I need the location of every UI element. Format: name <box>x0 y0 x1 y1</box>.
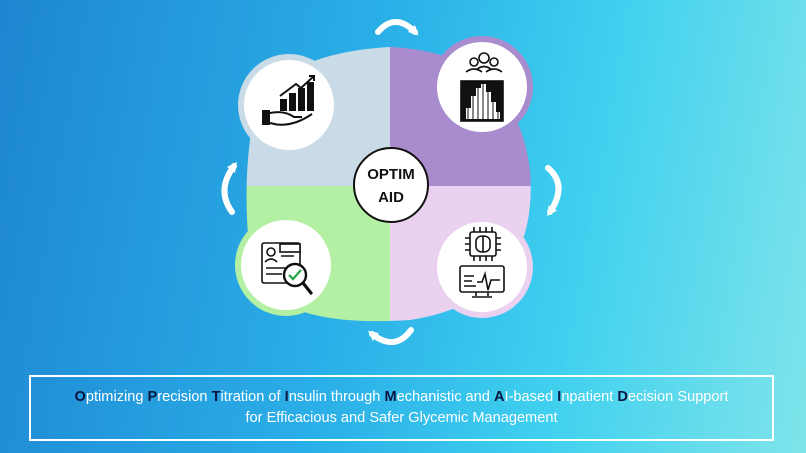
acronym-initial: D <box>617 389 628 405</box>
caption-box: Optimizing Precision Titration of Insuli… <box>29 375 774 441</box>
caption-text-segment: recision <box>157 389 212 405</box>
acronym-initial: O <box>74 389 86 405</box>
ai-brain-monitor-icon <box>459 227 505 298</box>
caption-line2: for Efficacious and Safer Glycemic Manag… <box>245 410 558 426</box>
caption-text-segment: npatient <box>561 389 618 405</box>
acronym-initial: T <box>211 389 221 405</box>
arrow-bottom-icon <box>368 327 414 345</box>
acronym-initial: I <box>557 389 562 405</box>
hand-growth-chart-icon <box>262 75 315 126</box>
center-label-line2: AID <box>378 189 404 206</box>
caption-text-segment: itration of <box>220 389 285 405</box>
cycle-arrows <box>221 19 562 345</box>
acronym-initial: P <box>147 389 158 405</box>
arrow-top-icon <box>375 19 419 36</box>
caption-text-segment: ecision Support <box>627 389 729 405</box>
acronym-initial: M <box>384 389 397 405</box>
icon-circle-bottom-right <box>431 216 533 318</box>
center-circle <box>353 147 429 223</box>
arrow-right-icon <box>545 165 562 217</box>
acronym-initial: A <box>493 389 505 405</box>
caption-text-segment: ptimizing <box>85 389 148 405</box>
caption-text-segment: echanistic and <box>396 389 494 405</box>
arrow-left-icon <box>221 161 237 215</box>
optim-aid-cycle-diagram: OPTIM AID <box>221 19 562 345</box>
icon-circle-bottom-left <box>235 214 337 316</box>
caption-text-segment: nsulin through <box>288 389 385 405</box>
caption-line1: Optimizing Precision Titration of Insuli… <box>75 387 729 408</box>
population-distribution-icon <box>460 52 504 122</box>
center-label-line1: OPTIM <box>367 166 415 183</box>
caption-text-segment: I-based <box>504 389 558 405</box>
profile-verification-icon <box>261 242 313 295</box>
acronym-initial: I <box>284 389 289 405</box>
